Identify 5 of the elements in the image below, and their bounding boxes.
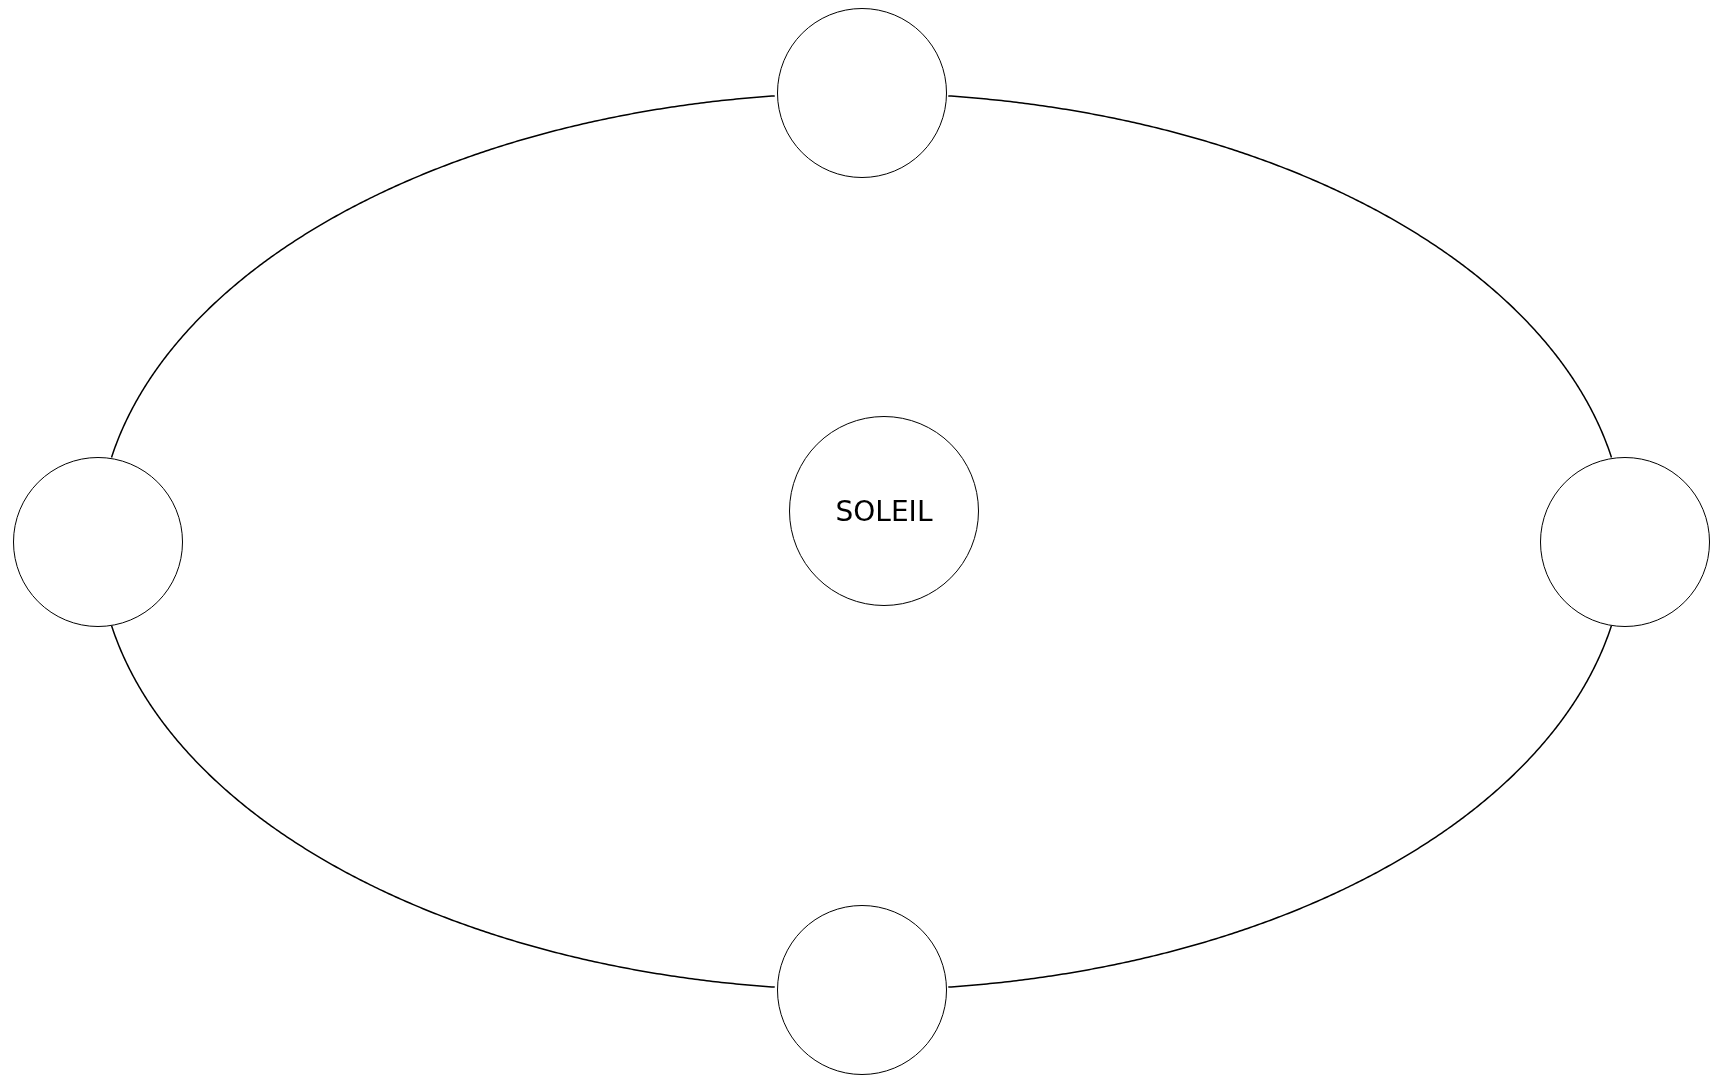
orbit-arc	[947, 95, 1613, 459]
node-label: SOLEIL	[835, 494, 933, 528]
orbit-arc	[947, 624, 1613, 988]
orbit-arc	[110, 95, 776, 459]
orbit-arc	[110, 624, 776, 988]
